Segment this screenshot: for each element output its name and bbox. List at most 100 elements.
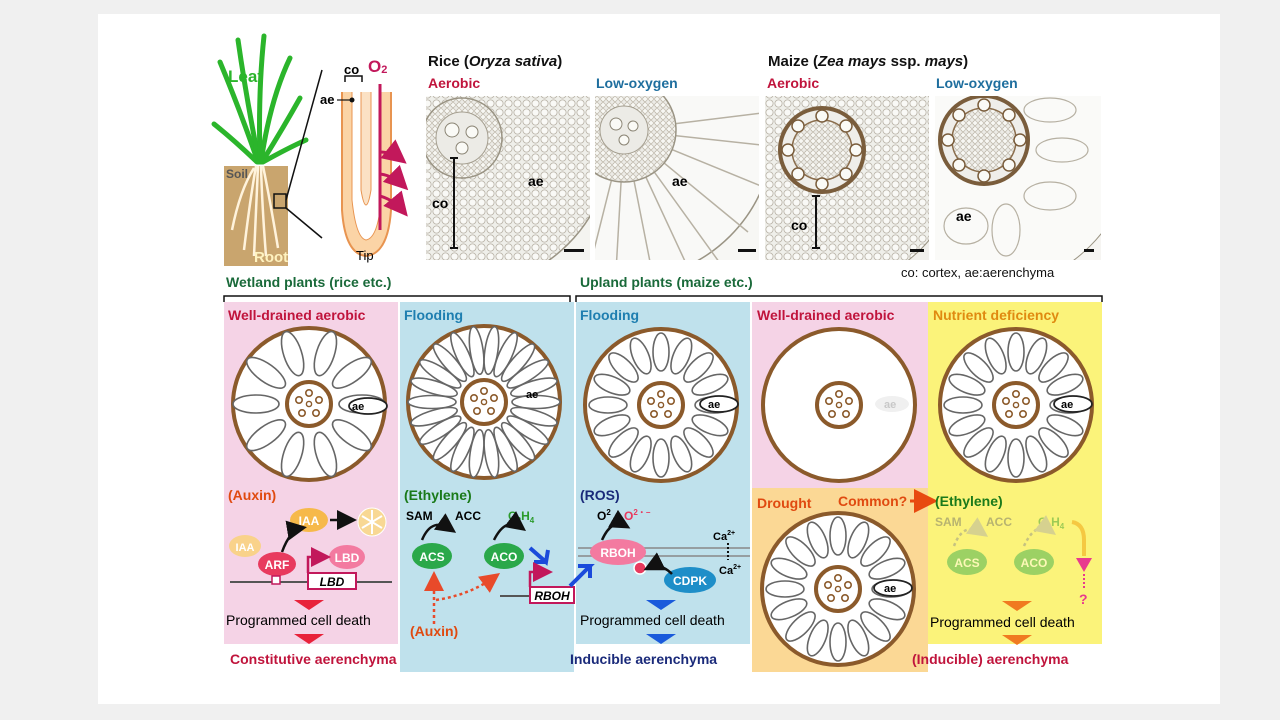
iaa-faded-label: IAA xyxy=(236,542,255,554)
micrograph-legend: co: cortex, ae:aerenchyma xyxy=(901,265,1055,280)
highlight-ae-3 xyxy=(873,579,913,597)
diagram-nutrient-deficiency xyxy=(938,327,1094,483)
auxin-label: (Auxin) xyxy=(228,487,276,503)
inducible-aerenchyma-label: Inducible aerenchyma xyxy=(570,651,717,667)
drought-title: Drought xyxy=(757,495,812,511)
aco2-label: ACO xyxy=(1021,556,1048,570)
inducible2-aerenchyma-label: (Inducible) aerenchyma xyxy=(912,651,1069,667)
leaf-label: Leaf xyxy=(228,67,263,86)
cdpk-label: CDPK xyxy=(673,574,707,588)
acs-label: ACS xyxy=(419,550,444,564)
diagram-upland-aerobic xyxy=(761,327,917,483)
rboh-gene-box xyxy=(529,586,575,604)
outcome-box-constitutive xyxy=(224,644,398,672)
drought-nutrient-pathway: Drought Common? (Ethylene) SAM ACC C2H4 … xyxy=(757,489,1092,607)
aco-node xyxy=(484,543,524,569)
wetland-bracket xyxy=(223,295,571,302)
lbd-protein-node xyxy=(329,545,365,569)
diagram-drought xyxy=(760,511,916,667)
ca-bottom-label: Ca2+ xyxy=(719,564,741,577)
diagram-wetland-flooding xyxy=(406,324,562,480)
arf-label: ARF xyxy=(265,558,290,572)
iaa-faded-node xyxy=(229,535,261,557)
pcd-label-2: Programmed cell death xyxy=(580,612,725,628)
diagram1-ae-label: ae xyxy=(352,401,364,413)
highlight-ae-0 xyxy=(348,397,388,415)
rice-title: Rice (Oryza sativa) xyxy=(428,53,562,70)
ros-label: (ROS) xyxy=(580,487,620,503)
lbd-gene-label: LBD xyxy=(320,575,345,589)
rboh-label: RBOH xyxy=(600,546,635,560)
acs2-node xyxy=(947,549,987,575)
cdpk-node xyxy=(664,567,716,593)
tip-label: Tip xyxy=(356,248,374,263)
auxin2-label: (Auxin) xyxy=(410,623,458,639)
outcome-arrows xyxy=(294,600,1032,645)
common-label: Common? xyxy=(838,493,907,509)
rice-lowoxygen-ae-label: ae xyxy=(672,173,688,189)
rice-lowoxygen-label: Low-oxygen xyxy=(596,75,678,91)
aco-label: ACO xyxy=(491,550,518,564)
rice-aerobic-label: Aerobic xyxy=(428,75,480,91)
rice-aerobic-micrograph xyxy=(426,96,590,260)
outcome-box-inducible2 xyxy=(928,644,1102,672)
ethylene-pathway: (Ethylene) SAM ACC C2H4 ACS ACO (Auxin) … xyxy=(404,487,575,639)
leaves xyxy=(211,33,309,165)
unknown-mechanism-label: ? xyxy=(1079,591,1088,607)
panel5-title: Nutrient deficiency xyxy=(933,307,1059,323)
sam2-label: SAM xyxy=(935,515,962,529)
constitutive-aerenchyma-label: Constitutive aerenchyma xyxy=(230,651,397,667)
rice-ae-label: ae xyxy=(528,173,544,189)
root-label: Root xyxy=(254,249,288,266)
panel4-title: Well-drained aerobic xyxy=(757,307,895,323)
zoom-box xyxy=(273,193,287,209)
pcd-label-3: Programmed cell death xyxy=(930,614,1075,630)
diagram6-ae-label: ae xyxy=(884,583,896,595)
acc-label: ACC xyxy=(455,509,481,523)
maize-co-label: co xyxy=(791,217,807,233)
rboh-gene-label: RBOH xyxy=(534,589,570,603)
highlight-ae-2 xyxy=(1053,395,1093,413)
ca-top-label: Ca2+ xyxy=(713,530,735,543)
rboh-node xyxy=(590,539,646,565)
faded-ae xyxy=(875,396,909,412)
diagram-upland-flooding xyxy=(583,327,739,483)
acs-node xyxy=(412,543,452,569)
plant-overview: Leaf Soil Root co ae O2 Tip xyxy=(211,33,409,266)
rice-co-label: co xyxy=(432,195,448,211)
lbd-protein-label: LBD xyxy=(335,551,360,565)
sam-label: SAM xyxy=(406,509,433,523)
auxin-pathway: (Auxin) IAA IAA ARF LBD LBD xyxy=(228,487,392,590)
cross-section-diagrams xyxy=(231,324,1094,667)
maize-aerobic-micrograph xyxy=(765,96,929,260)
maize-aerobic-label: Aerobic xyxy=(767,75,819,91)
wetland-header: Wetland plants (rice etc.) xyxy=(226,274,391,290)
co-label: co xyxy=(344,62,359,77)
maize-lowoxygen-ae-label: ae xyxy=(956,208,972,224)
rice-lowoxygen-micrograph xyxy=(595,96,759,260)
diagram2-ae-label: ae xyxy=(526,389,538,401)
ethylene2-label: (Ethylene) xyxy=(935,493,1003,509)
o2-label: O2 xyxy=(368,57,387,76)
soil-label: Soil xyxy=(226,167,248,181)
maize-lowoxygen-label: Low-oxygen xyxy=(936,75,1018,91)
aco2-node xyxy=(1014,549,1054,575)
maize-lowoxygen-micrograph xyxy=(935,96,1101,260)
diagram3-ae-label: ae xyxy=(708,399,720,411)
iaa-label: IAA xyxy=(299,514,320,528)
ethylene-label: (Ethylene) xyxy=(404,487,472,503)
panel2-title: Flooding xyxy=(404,307,463,323)
acs2-label: ACS xyxy=(954,556,979,570)
outcome-box-inducible xyxy=(576,644,750,672)
lbd-gene-box xyxy=(307,572,357,590)
roots xyxy=(230,165,280,257)
diagram4-ae-label: ae xyxy=(884,399,896,411)
arf-node xyxy=(258,552,296,576)
panel3-title: Flooding xyxy=(580,307,639,323)
acc2-label: ACC xyxy=(986,515,1012,529)
upland-header: Upland plants (maize etc.) xyxy=(580,274,753,290)
upland-bracket xyxy=(575,295,1103,302)
maize-title: Maize (Zea mays ssp. mays) xyxy=(768,53,968,70)
highlight-ae-1 xyxy=(699,395,739,413)
